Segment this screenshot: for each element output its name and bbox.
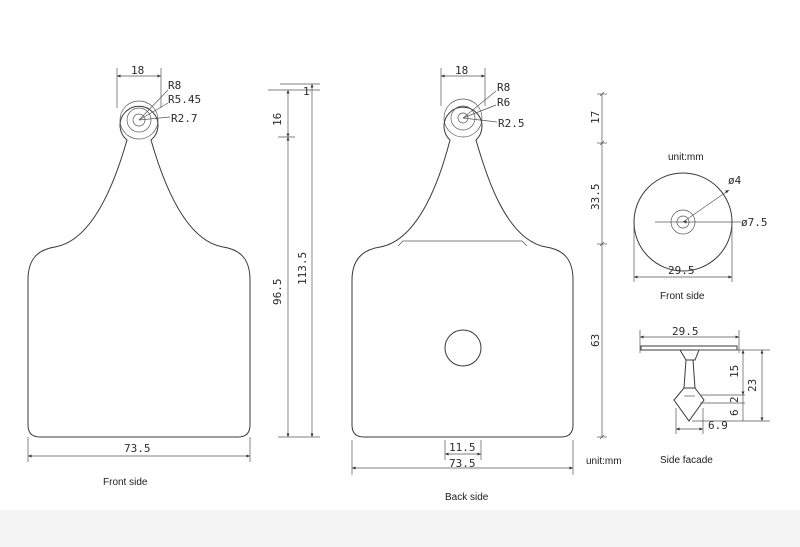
side-width-label: 29.5 (672, 325, 699, 338)
front-thickness-label: 1 (303, 85, 310, 98)
back-hole-mid (450, 105, 476, 131)
back-center-hole (444, 329, 482, 367)
front-neck-height-label: 16 (271, 113, 284, 126)
front-leader-r8 (138, 89, 169, 121)
side-stem (683, 359, 696, 389)
back-hole-inner (457, 112, 469, 124)
button-dia-large-label: ø7.5 (741, 216, 768, 229)
back-unit-label: unit:mm (586, 456, 622, 467)
side-facade-drawing (639, 330, 770, 434)
back-width-top-label: 18 (455, 64, 468, 77)
back-tag-drawing (351, 68, 607, 475)
back-side-caption: Back side (445, 492, 489, 503)
front-tag-drawing (27, 68, 320, 462)
side-h23-label: 23 (746, 379, 759, 392)
side-stem-top (679, 349, 700, 361)
front-tag-outline (27, 105, 251, 438)
front-body-height-label: 96.5 (271, 279, 284, 306)
back-radius-mid-label: R6 (497, 96, 510, 109)
front-width-top-label: 18 (131, 64, 144, 77)
button-diameter-label: 29.5 (668, 264, 695, 277)
button-dia-small-label: ø4 (728, 174, 742, 187)
side-h2-label: 2 (728, 396, 741, 403)
front-radius-mid-label: R5.45 (168, 93, 201, 106)
back-dim-63-label: 63 (589, 334, 602, 347)
side-tip-label: 6.9 (708, 419, 728, 432)
button-unit-label: unit:mm (668, 152, 704, 163)
front-side-caption: Front side (103, 477, 148, 488)
front-leader-r27 (138, 116, 171, 121)
front-radius-inner-label: R2.7 (171, 112, 198, 125)
front-radius-outer-label: R8 (168, 79, 181, 92)
back-tag-ridge (397, 240, 528, 247)
front-total-height-label: 113.5 (296, 252, 309, 285)
side-spike (673, 387, 705, 422)
back-hole-width-label: 11.5 (449, 441, 476, 454)
back-dim-33-5-label: 33.5 (589, 184, 602, 211)
back-radius-outer-label: R8 (497, 81, 510, 94)
back-tag-outline (351, 106, 574, 438)
side-cap-plate (640, 345, 738, 351)
front-leader-r545 (138, 102, 169, 121)
back-bottom-width-label: 73.5 (449, 457, 476, 470)
side-h6-label: 6 (728, 409, 741, 416)
back-radius-inner-label: R2.5 (498, 117, 525, 130)
button-leader-small (682, 189, 730, 223)
drawing-sheet (0, 0, 800, 510)
front-hole-mid (126, 107, 152, 133)
side-facade-caption: Side facade (660, 455, 713, 466)
front-bottom-width-label: 73.5 (124, 442, 151, 455)
front-hole-inner (132, 113, 146, 127)
button-front-caption: Front side (660, 291, 705, 302)
back-hole-outer (443, 98, 483, 138)
button-front-drawing (633, 172, 741, 282)
back-dim-17-label: 17 (589, 111, 602, 124)
side-h15-label: 15 (728, 365, 741, 378)
front-hole-outer (119, 100, 159, 140)
